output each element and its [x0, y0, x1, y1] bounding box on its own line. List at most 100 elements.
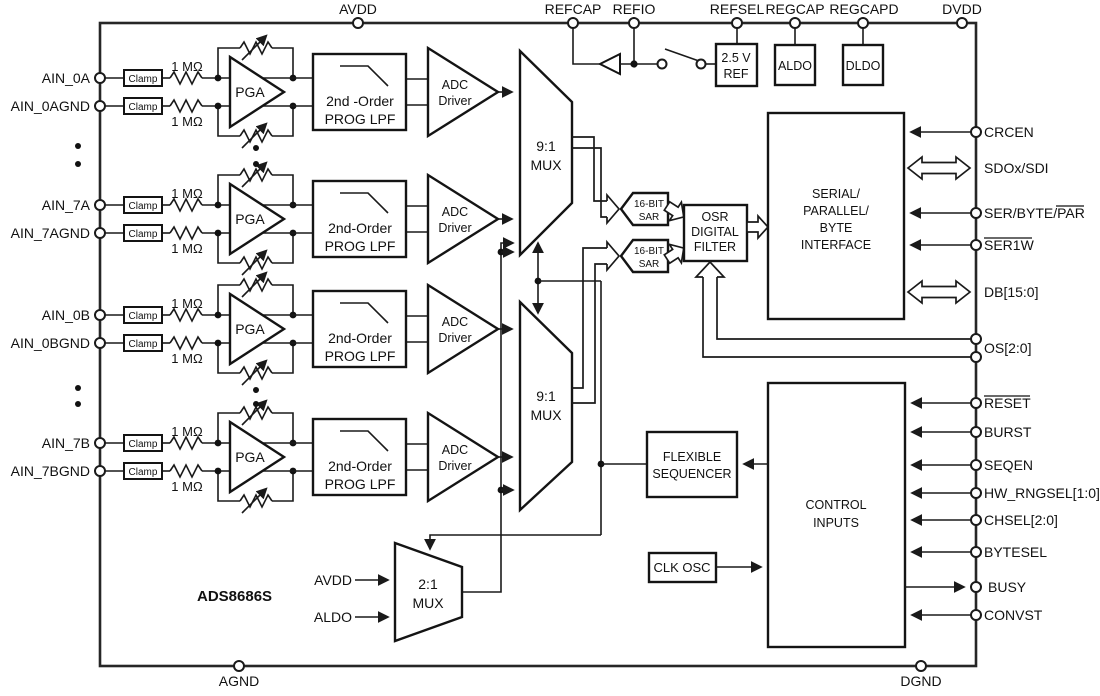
var-resistor-symbol	[239, 167, 273, 183]
channel-ellipsis-dots	[75, 143, 259, 407]
resistor-symbol	[169, 70, 203, 86]
clamp-label: Clamp	[129, 439, 158, 450]
sar-a-label-2: SAR	[639, 212, 660, 223]
resistor-symbol	[169, 335, 203, 351]
control-inputs-block	[766, 381, 907, 649]
pin-label-regcapd: REGCAPD	[829, 1, 898, 17]
pin-crcen	[970, 126, 982, 138]
pin-label-db: DB[15:0]	[984, 284, 1038, 300]
pin-label-ain-n: AIN_7BGND	[11, 463, 90, 479]
mux-9to1-b-label-2: MUX	[530, 407, 562, 423]
open-arrowhead-up	[694, 260, 726, 278]
pin-label-ain-n: AIN_7AGND	[11, 225, 90, 241]
mux-9to1-a-label-2: MUX	[530, 157, 562, 173]
resistor-symbol	[169, 463, 203, 479]
var-resistor-symbol	[239, 128, 273, 144]
aldo-label: ALDO	[778, 59, 812, 73]
pin-label-os: OS[2:0]	[984, 340, 1031, 356]
channel-wires	[105, 399, 514, 514]
resistor-label: 1 MΩ	[171, 241, 203, 256]
pin-ain-p	[94, 437, 106, 449]
aux-monitor-wires	[462, 237, 515, 593]
adc-driver-label-1: ADC	[442, 315, 468, 329]
sar-b-output-arrow	[663, 242, 685, 266]
resistor-symbol	[169, 197, 203, 213]
pga-block	[228, 54, 287, 130]
pin-refsel	[731, 17, 743, 29]
pin-label-ain-p: AIN_0A	[42, 70, 91, 86]
clamp-block	[123, 196, 163, 214]
var-resistor-symbol	[239, 365, 273, 381]
resistor-label: 1 MΩ	[171, 59, 203, 74]
lpf-label-2: PROG LPF	[325, 238, 396, 254]
pin-label-serbytepar: SER/BYTE/PAR	[984, 205, 1085, 221]
pin-label-dgnd: DGND	[900, 673, 941, 689]
pin-regcap	[789, 17, 801, 29]
pga-label: PGA	[235, 211, 265, 227]
channel-wires	[105, 34, 514, 149]
vref-label-1: 2.5 V	[721, 51, 751, 65]
gain-arrow	[241, 34, 268, 61]
pin-burst	[970, 426, 982, 438]
adc-driver-label-1: ADC	[442, 78, 468, 92]
sequencer-label-1: FLEXIBLE	[663, 450, 721, 464]
lowpass-icon	[340, 430, 389, 452]
clamp-block	[123, 334, 163, 352]
lowpass-icon	[340, 192, 389, 214]
gain-arrow	[241, 399, 268, 426]
channel-wires	[105, 161, 514, 276]
pin-ain-n	[94, 227, 106, 239]
control-label-1: CONTROL	[805, 498, 866, 512]
gain-arrow	[241, 249, 268, 276]
open-arrowhead	[606, 192, 621, 226]
lpf-label-1: 2nd-Order	[328, 330, 392, 346]
pin-serbytepar	[970, 207, 982, 219]
clamp-label: Clamp	[129, 229, 158, 240]
var-resistor-symbol	[239, 493, 273, 509]
pin-avdd	[352, 17, 364, 29]
pga-block	[228, 291, 287, 367]
mux-9to1-b-label-1: 9:1	[536, 388, 556, 404]
lpf-label-2: PROG LPF	[325, 348, 396, 364]
pin-ain-p	[94, 72, 106, 84]
pin-refcap	[567, 17, 579, 29]
switch-contact	[695, 58, 707, 70]
pin-label-ain-n: AIN_0AGND	[11, 98, 90, 114]
pin-convst	[970, 609, 982, 621]
channel-wires	[105, 271, 514, 386]
lpf-label-1: 2nd-Order	[328, 220, 392, 236]
resistor-label: 1 MΩ	[171, 186, 203, 201]
pin-label-busy: BUSY	[988, 579, 1027, 595]
mux-2to1-label-1: 2:1	[418, 576, 438, 592]
resistor-label: 1 MΩ	[171, 479, 203, 494]
pin-label-refcap: REFCAP	[545, 1, 602, 17]
vref-label-2: REF	[724, 67, 749, 81]
clamp-label: Clamp	[129, 311, 158, 322]
pin-label-refio: REFIO	[613, 1, 656, 17]
flexible-sequencer-block	[645, 430, 739, 499]
resistor-symbol	[169, 98, 203, 114]
pga-label: PGA	[235, 84, 265, 100]
sequencer-control-bus	[424, 281, 647, 551]
pin-label-sdo: SDOx/SDI	[984, 160, 1049, 176]
mux-link-wires	[532, 241, 601, 315]
part-number-label: ADS8686S	[197, 588, 272, 605]
gain-arrow	[241, 359, 268, 386]
sar-b-label-1: 16-BIT	[634, 246, 664, 257]
mux-to-sar-buses	[572, 136, 621, 404]
resistor-symbol	[169, 225, 203, 241]
pin-label-burst: BURST	[984, 424, 1032, 440]
mux-9to1-b-block	[518, 299, 574, 513]
pin-hwrngsel	[970, 487, 982, 499]
lpf-block	[311, 417, 408, 497]
pin-ain-n	[94, 465, 106, 477]
sdo-double-arrow	[906, 155, 972, 181]
resistor-symbol	[169, 435, 203, 451]
pin-ain-p	[94, 199, 106, 211]
pin-label-regcap: REGCAP	[765, 1, 824, 17]
pin-ain-n	[94, 337, 106, 349]
pin-busy	[970, 581, 982, 593]
clamp-block	[123, 69, 163, 87]
